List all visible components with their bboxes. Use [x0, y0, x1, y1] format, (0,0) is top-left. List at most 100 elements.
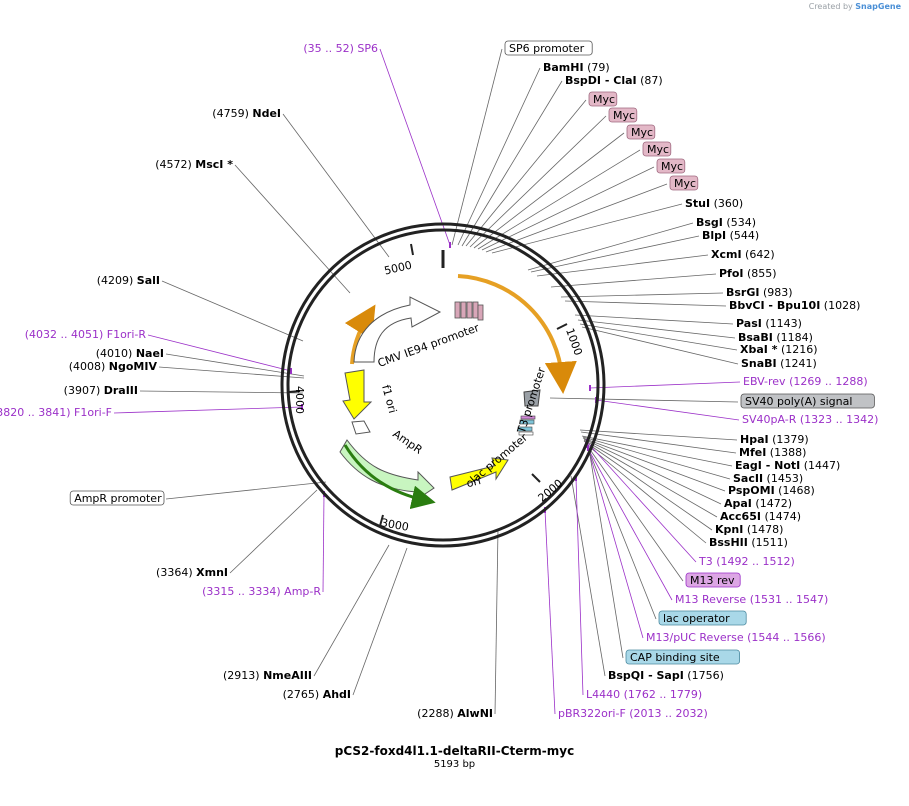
tick-5000: 5000 [383, 259, 413, 278]
leader-line [481, 166, 655, 251]
primer-amp-r[interactable]: (3315 .. 3334) Amp-R [202, 585, 321, 598]
enzyme-site-blpi[interactable]: BlpI (544) [702, 229, 759, 242]
feature-label-lac-operator[interactable]: lac operator [663, 612, 730, 625]
backbone-inner [286, 228, 600, 542]
enzyme-site-naei[interactable]: (4010) NaeI [96, 347, 164, 360]
enzyme-site-acc65i[interactable]: Acc65I (1474) [720, 510, 801, 523]
feature-label-myc[interactable]: Myc [647, 143, 669, 156]
leader-line [588, 448, 624, 659]
feature-label-m13-rev[interactable]: M13 rev [690, 574, 735, 587]
feature-label-myc[interactable]: Myc [674, 177, 696, 190]
enzyme-site-nmeaiii[interactable]: (2913) NmeAIII [223, 669, 312, 682]
enzyme-site-sacii[interactable]: SacII (1453) [733, 472, 803, 485]
snapgene-logo: SnapGene [855, 2, 901, 11]
enzyme-site-msci[interactable]: (4572) MscI * [155, 158, 233, 171]
enzyme-site-bspdi-clai[interactable]: BspDI - ClaI (87) [565, 74, 663, 87]
feature-box-m13-rev [685, 572, 741, 588]
enzyme-site-bsrgi[interactable]: BsrGI (983) [726, 286, 793, 299]
feature-label-sp6-promoter[interactable]: SP6 promoter [509, 42, 585, 55]
primer-f1ori-r[interactable]: (4032 .. 4051) F1ori-R [25, 328, 147, 341]
t3-promoter-label: T3 promoter [515, 365, 549, 435]
tick-mark-5000 [410, 243, 414, 256]
enzyme-site-pasi[interactable]: PasI (1143) [736, 317, 802, 330]
primer-f1ori-f[interactable]: (3820 .. 3841) F1ori-F [0, 406, 112, 419]
leader-line [579, 323, 738, 351]
leader-line [477, 149, 641, 250]
myc-tags [454, 301, 484, 321]
enzyme-site-bsabi[interactable]: BsaBI (1184) [738, 331, 813, 344]
feature-box-lac-operator [658, 610, 747, 626]
feature-label-myc[interactable]: Myc [631, 126, 653, 139]
enzyme-site-sali[interactable]: (4209) SalI [97, 274, 160, 287]
enzyme-site-stui[interactable]: StuI (360) [685, 197, 743, 210]
enzyme-site-pfoi[interactable]: PfoI (855) [719, 267, 777, 280]
enzyme-site-eagi-noti[interactable]: EagI - NotI (1447) [735, 459, 840, 472]
enzyme-site-snabi[interactable]: SnaBI (1241) [741, 357, 817, 370]
enzyme-site-pspomi[interactable]: PspOMI (1468) [728, 484, 815, 497]
feature-label-sv40-poly-a-signal[interactable]: SV40 poly(A) signal [745, 395, 852, 408]
snapgene-credit: Created by SnapGene [808, 2, 901, 11]
tick-mark-1000 [556, 323, 568, 330]
primer-m13-reverse[interactable]: M13 Reverse (1531 .. 1547) [675, 593, 828, 606]
ampr-promoter-arrow [351, 420, 371, 435]
leader-line [575, 477, 584, 696]
feature-label-myc[interactable]: Myc [593, 93, 615, 106]
leader-line [165, 481, 327, 500]
leader-line [234, 164, 351, 294]
feature-label-myc[interactable]: Myc [613, 109, 635, 122]
primer-m13-puc-reverse[interactable]: M13/pUC Reverse (1544 .. 1566) [646, 631, 826, 644]
leader-line [451, 48, 503, 246]
enzyme-site-xbai[interactable]: XbaI * (1216) [740, 343, 818, 356]
leader-line [544, 509, 556, 715]
enzyme-site-mfei[interactable]: MfeI (1388) [739, 446, 806, 459]
leader-line [583, 438, 722, 505]
leader-line [158, 366, 305, 379]
enzyme-site-kpni[interactable]: KpnI (1478) [715, 523, 783, 536]
leader-line [465, 99, 587, 247]
leader-line [161, 280, 304, 342]
enzyme-site-draiii[interactable]: (3907) DraIII [64, 384, 138, 397]
feature-label-ampr-promoter[interactable]: AmpR promoter [74, 492, 162, 505]
enzyme-site-ndei[interactable]: (4759) NdeI [212, 107, 281, 120]
leader-line [581, 326, 739, 365]
leader-line [113, 406, 303, 414]
leader-line [536, 254, 709, 277]
enzyme-site-bbvci-bpu10i[interactable]: BbvCI - Bpu10I (1028) [729, 299, 860, 312]
enzyme-site-bsgi[interactable]: BsgI (534) [696, 216, 756, 229]
enzyme-site-apai[interactable]: ApaI (1472) [724, 497, 792, 510]
primer-l4440[interactable]: L4440 (1762 .. 1779) [586, 688, 702, 701]
feature-box-myc [642, 141, 672, 157]
tick-1000: 1000 [563, 326, 585, 357]
m13-rev-feature [520, 415, 536, 420]
primer-sv40pa-r[interactable]: SV40pA-R (1323 .. 1342) [742, 413, 878, 426]
leader-line [595, 399, 740, 421]
enzyme-site-xcmi[interactable]: XcmI (642) [711, 248, 775, 261]
leader-line [585, 443, 707, 544]
tick-3000: 3000 [380, 516, 410, 534]
ori-arrow [449, 457, 509, 491]
enzyme-site-ngomiv[interactable]: (4008) NgoMIV [69, 360, 158, 373]
primer-sp6[interactable]: (35 .. 52) SP6 [303, 42, 378, 55]
leader-line [549, 397, 739, 403]
leader-line [582, 437, 726, 492]
primer-t3[interactable]: T3 (1492 .. 1512) [698, 555, 795, 568]
enzyme-site-hpai[interactable]: HpaI (1379) [740, 433, 809, 446]
f1-ori-label: f1 ori [379, 384, 399, 415]
f1-ori-arrow [342, 369, 373, 420]
leader-line [581, 435, 733, 467]
enzyme-site-ahdi[interactable]: (2765) AhdI [283, 688, 351, 701]
feature-label-cap-binding-site[interactable]: CAP binding site [630, 651, 720, 664]
leader-line [379, 48, 451, 246]
leader-line [585, 443, 684, 582]
primer-ebv-rev[interactable]: EBV-rev (1269 .. 1288) [743, 375, 868, 388]
enzyme-site-bamhi[interactable]: BamHI (79) [543, 61, 610, 74]
feature-box-cap-binding-site [625, 649, 740, 665]
tick-mark-4000 [288, 390, 301, 393]
enzyme-site-xmni[interactable]: (3364) XmnI [156, 566, 228, 579]
feature-label-myc[interactable]: Myc [661, 160, 683, 173]
primer-pbr322ori-f[interactable]: pBR322ori-F (2013 .. 2032) [558, 707, 708, 720]
enzyme-site-alwni[interactable]: (2288) AlwNI [417, 707, 493, 720]
leader-line [229, 489, 318, 574]
enzyme-site-bspqi-sapi[interactable]: BspQI - SapI (1756) [608, 669, 724, 682]
enzyme-site-bsshii[interactable]: BssHII (1511) [709, 536, 788, 549]
